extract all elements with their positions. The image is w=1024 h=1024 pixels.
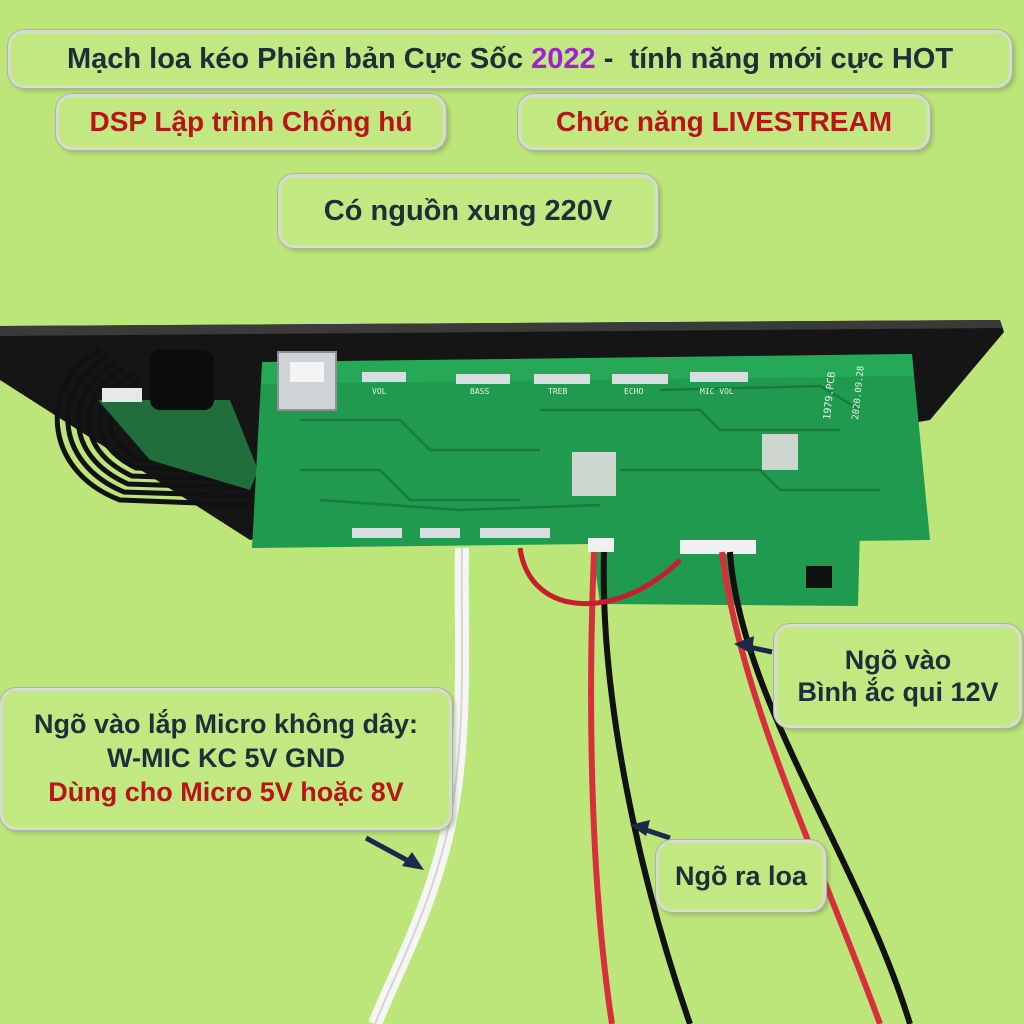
speaker-output-label: Ngõ ra loa — [656, 840, 826, 912]
pcb-model: 1979.PCB — [822, 371, 838, 420]
mic-input-line1: Ngõ vào lắp Micro không dây: — [33, 709, 419, 740]
title-part2: - tính năng mới cực HOT — [595, 42, 954, 75]
title-part1: Mạch loa kéo Phiên bản Cực Sốc — [66, 42, 532, 75]
power-supply-text: Có nguồn xung 220V — [323, 194, 613, 227]
main-pcb-highlight — [262, 354, 914, 384]
connector-white — [102, 388, 142, 402]
mic-input-line2: W-MIC KC 5V GND — [107, 743, 345, 774]
pcb-button-mic-vol: MIC VOL — [700, 387, 734, 396]
livestream-feature-text: Chức năng LIVESTREAM — [555, 106, 893, 138]
pcb-date: 2020.09.28 — [851, 365, 867, 420]
arrows — [364, 636, 773, 870]
knob-black — [150, 350, 214, 410]
output-connectors — [588, 538, 756, 554]
small-left-board — [98, 400, 258, 490]
livestream-feature-label: Chức năng LIVESTREAM — [518, 94, 930, 150]
pcb-button-treb: TREB — [548, 387, 567, 396]
power-chip-pad — [762, 434, 798, 470]
title-year: 2022 — [531, 42, 596, 75]
battery-input-label: Ngõ vào Bình ắc qui 12V — [774, 624, 1022, 728]
pcb-button-vol: VOL — [372, 387, 387, 396]
speaker-wires — [588, 551, 693, 1024]
title-banner: Mạch loa kéo Phiên bản Cực Sốc 2022 - tí… — [8, 30, 1012, 88]
pin-headers — [352, 372, 748, 538]
mic-input-line3: Dùng cho Micro 5V hoặc 8V — [48, 776, 404, 807]
pcb-traces — [300, 384, 880, 512]
speaker-output-text: Ngõ ra loa — [674, 860, 808, 891]
battery-wires — [719, 551, 913, 1024]
chip — [806, 566, 832, 588]
mic-input-label: Ngõ vào lắp Micro không dây: W-MIC KC 5V… — [0, 688, 452, 830]
dsp-feature-label: DSP Lập trình Chống hú — [56, 94, 446, 150]
dsp-feature-text: DSP Lập trình Chống hú — [89, 106, 413, 138]
battery-input-line2: Bình ắc qui 12V — [797, 677, 999, 707]
red-loop-wire — [517, 547, 682, 606]
ribbon-cable — [54, 347, 251, 508]
dsp-chip-pad — [572, 452, 616, 496]
power-supply-label: Có nguồn xung 220V — [278, 174, 658, 248]
pcb-button-echo: ECHO — [624, 387, 643, 396]
usb-port-slot — [290, 362, 324, 382]
pcb-button-bass: BASS — [470, 387, 489, 396]
white-mic-cable — [368, 547, 470, 1024]
panel-edge — [0, 320, 1002, 336]
battery-input-line1: Ngõ vào — [844, 644, 952, 675]
